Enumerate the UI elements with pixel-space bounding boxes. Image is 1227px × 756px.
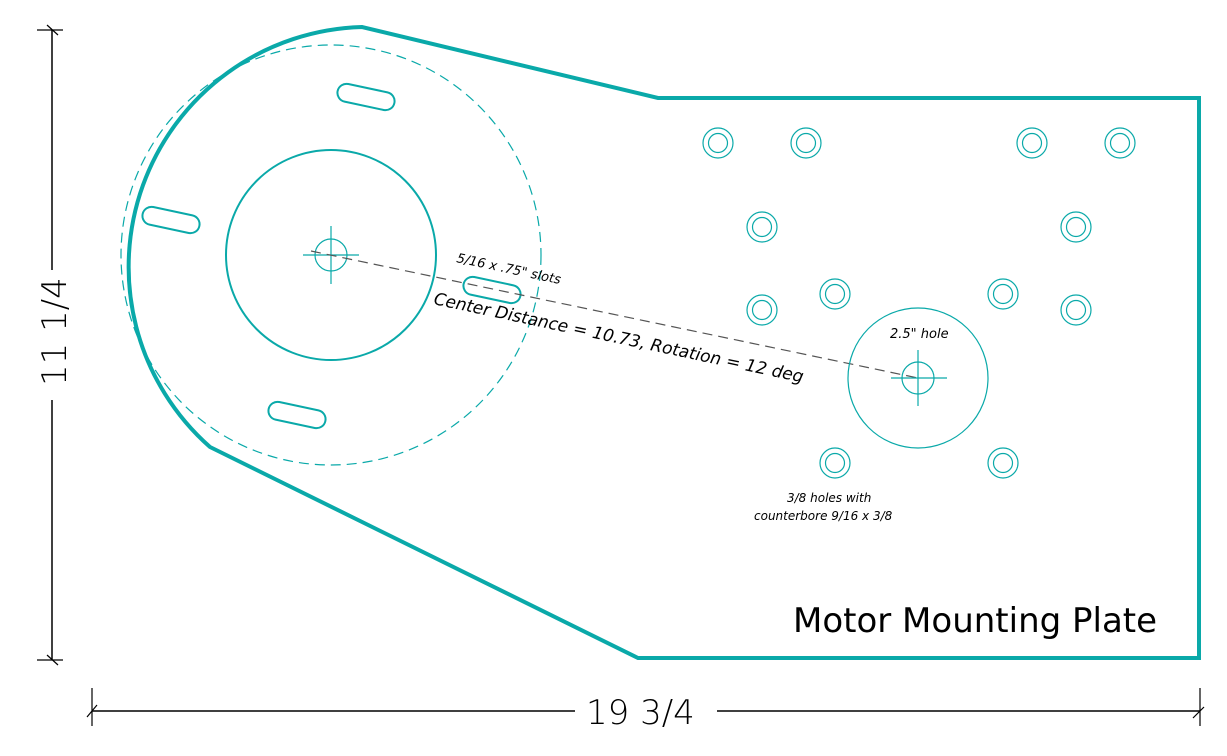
counterbore-hole [1104,127,1136,159]
center-distance-note: Center Distance = 10.73, Rotation = 12 d… [432,289,806,387]
counterbore-hole [819,447,851,479]
counterbore-hole [1016,127,1048,159]
counterbore-hole [987,278,1019,310]
large-hole [847,307,989,449]
counterbore-hole [1060,294,1092,326]
center-distance-line [310,250,919,379]
height-dimension-label: 11 1/4 [35,277,75,386]
height-dimension [37,24,63,666]
counterbore-hole [987,447,1019,479]
slot [462,275,522,305]
plate-outline [126,24,1201,660]
drawing-title: Motor Mounting Plate [793,601,1157,641]
slot [141,205,201,235]
counterbore-hole [790,127,822,159]
holes-note-line2: counterbore 9/16 x 3/8 [754,509,893,523]
slot-note: 5/16 x .75" slots [455,251,562,288]
counterbore-hole [746,294,778,326]
counterbore-hole [819,278,851,310]
bolt-circle [120,44,542,466]
width-dimension [86,688,1205,726]
holes-note-line1: 3/8 holes with [787,491,871,505]
motor-pilot-circle [225,149,437,361]
large-hole-note: 2.5" hole [890,327,949,342]
counterbore-holes [702,127,1136,479]
counterbore-hole [702,127,734,159]
counterbore-hole [746,211,778,243]
slot [336,82,396,112]
counterbore-hole [1060,211,1092,243]
right-crosshair-icon [891,350,947,406]
slot [267,400,327,430]
width-dimension-label: 19 3/4 [586,693,695,733]
